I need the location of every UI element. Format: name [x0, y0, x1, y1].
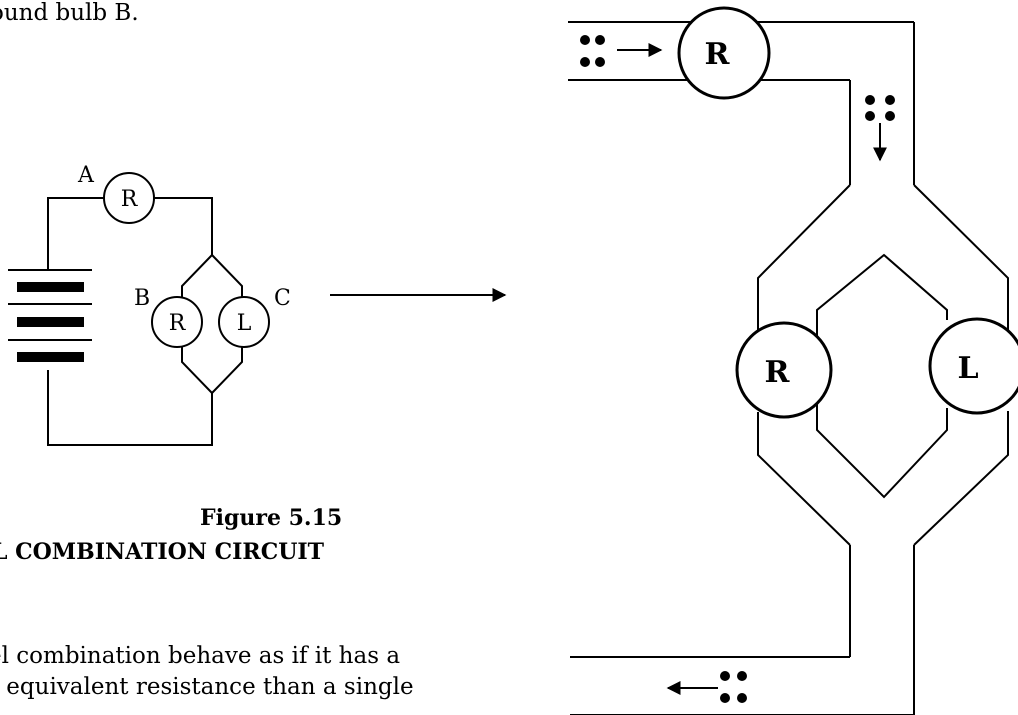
circuit-schematic	[47, 172, 270, 446]
label-point-b: B	[134, 286, 150, 311]
label-point-a: A	[77, 163, 95, 188]
branch-top-left	[181, 254, 213, 298]
flow-bulb-top	[677, 6, 771, 100]
flow-bulb-right	[928, 317, 1018, 415]
circuit-labels: A B C R R L	[77, 163, 291, 336]
charge-cluster-bottom	[720, 671, 747, 703]
battery	[8, 269, 92, 362]
bulb-a-label: R	[121, 187, 139, 212]
bulb-a-circle	[103, 172, 155, 224]
flow-bulb-left-label: R	[765, 355, 791, 390]
bulb-b-label: R	[169, 311, 187, 336]
outer-branch-right	[913, 184, 1009, 345]
bulb-b-circle	[151, 296, 203, 348]
outer-branch-left-lower	[757, 412, 851, 546]
figure-title: L COMBINATION CIRCUIT	[0, 539, 325, 565]
page-text-line-2: r equivalent resistance than a single	[0, 674, 414, 700]
branch-top-right	[211, 254, 243, 298]
wire-top-right	[154, 197, 213, 255]
charge-cluster-top	[580, 35, 605, 67]
charge-cluster-descent	[865, 95, 895, 121]
wire-top-left	[47, 197, 104, 270]
flow-bulb-left	[735, 321, 833, 419]
bulb-c-circle	[218, 296, 270, 348]
flow-bulbs	[677, 6, 1018, 419]
outer-branch-right-lower	[913, 411, 1009, 546]
inner-island-upper	[816, 253, 948, 385]
label-point-c: C	[274, 286, 291, 311]
wire-bottom	[47, 370, 213, 446]
figure-number: Figure 5.15	[200, 505, 343, 531]
bulb-c-label: L	[237, 311, 252, 336]
branch-bottom-left	[181, 346, 213, 394]
branch-bottom-right	[211, 346, 243, 394]
inner-island-lower	[816, 400, 948, 499]
flow-bulb-right-label: L	[957, 351, 978, 386]
flow-bulb-top-label: R	[705, 37, 731, 72]
page-text-line-1: el combination behave as if it has a	[0, 643, 401, 669]
page-text-top: ound bulb B.	[0, 0, 139, 26]
